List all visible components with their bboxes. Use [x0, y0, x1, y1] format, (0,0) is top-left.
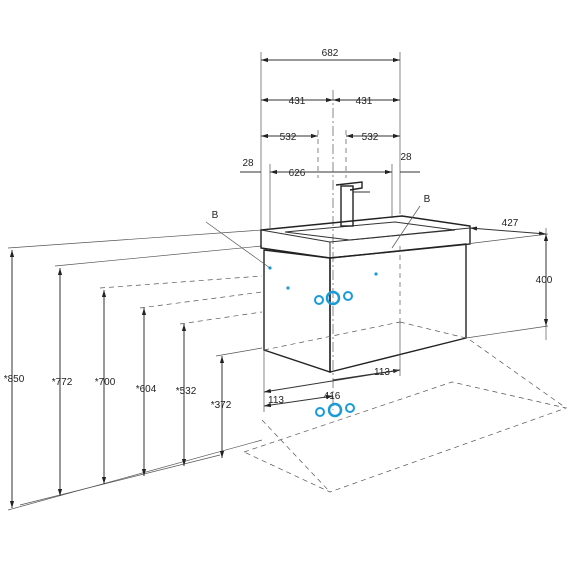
dim-h372: *372	[211, 400, 232, 411]
b-leaders	[205, 205, 421, 269]
dim-side-left: 28	[242, 158, 254, 169]
dim-inner-right: 532	[362, 132, 379, 143]
dim-side-right: 28	[400, 152, 412, 163]
label-b-right: B	[424, 194, 431, 205]
dimension-labels: 682 431 431 532 532 626 28 28 427 400 41…	[4, 48, 553, 411]
dim-total-width: 682	[322, 48, 339, 59]
hot-inlet-icon	[343, 291, 353, 301]
top-dimensions	[240, 57, 420, 175]
height-dimensions	[9, 250, 225, 508]
basin	[260, 215, 471, 259]
dim-h532: *532	[176, 386, 197, 397]
cold-inlet-icon	[314, 295, 324, 305]
water-point-mid-icon	[286, 286, 290, 290]
dim-half-right: 431	[356, 96, 373, 107]
floor-projection	[243, 339, 568, 493]
faucet	[335, 181, 370, 227]
dim-h772: *772	[52, 377, 73, 388]
dim-inner-left: 532	[280, 132, 297, 143]
dim-bottom-width: 416	[324, 391, 341, 402]
floor-drain-icon	[327, 402, 343, 418]
dim-height: 400	[536, 275, 553, 286]
wall-guides	[7, 229, 263, 511]
dim-bowl-width: 626	[289, 168, 306, 179]
right-dimensions	[465, 226, 549, 339]
dim-h700: *700	[95, 377, 116, 388]
water-point-right-icon	[374, 272, 378, 276]
dim-half-left: 431	[289, 96, 306, 107]
dim-h850: *850	[4, 374, 25, 385]
cabinet	[263, 243, 467, 373]
dim-h604: *604	[136, 384, 157, 395]
dim-bottom-right: 113	[374, 367, 390, 378]
drain-outlet-icon	[325, 290, 341, 306]
dim-bottom-left: 113	[268, 395, 284, 406]
label-b-left: B	[212, 210, 219, 221]
floor-cold-icon	[315, 407, 325, 417]
dim-depth: 427	[502, 218, 519, 229]
bottom-dimensions	[263, 322, 401, 412]
floor-hot-icon	[345, 403, 355, 413]
